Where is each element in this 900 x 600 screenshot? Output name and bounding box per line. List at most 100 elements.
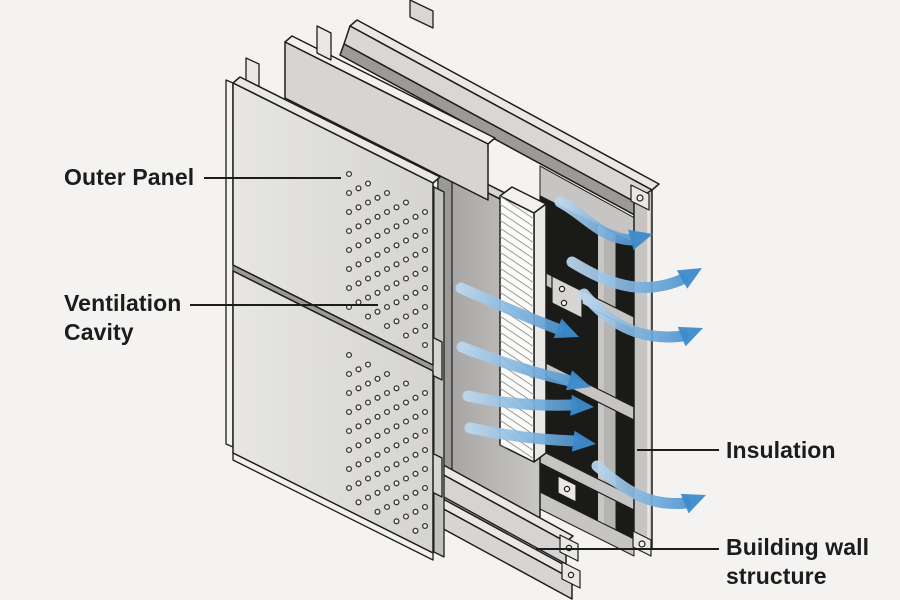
perforation-hole	[345, 484, 353, 492]
outer-panel-upper-face	[232, 82, 434, 366]
perforation-hole	[402, 418, 410, 425]
perforation-hole	[402, 199, 410, 206]
perforation-hole	[402, 294, 410, 301]
airflow-arrows	[455, 196, 706, 514]
airflow-arrowhead-icon	[677, 326, 703, 347]
insulation-side-face	[533, 203, 547, 463]
perforation-hole	[355, 280, 362, 287]
hatch-line	[500, 371, 534, 396]
perforation-hole	[364, 313, 372, 320]
perforation-hole	[374, 289, 381, 296]
perforation-hole	[364, 418, 372, 425]
hatch-line	[500, 331, 534, 356]
perforation-hole	[364, 237, 372, 244]
airflow-arrow	[464, 422, 580, 447]
perforation-hole	[393, 385, 400, 392]
perforation-hole	[402, 437, 410, 444]
perforation-hole	[412, 413, 419, 420]
perforation-hole	[412, 308, 419, 315]
airflow-arrowhead-icon	[553, 318, 579, 339]
perforation-hole	[355, 461, 362, 468]
perforation-hole	[412, 508, 419, 515]
perforation-hole	[364, 475, 372, 482]
airflow-arrowhead-icon	[628, 229, 653, 251]
perforation-hole	[421, 408, 429, 416]
perforation-hole	[421, 303, 429, 311]
perforation-hole	[374, 270, 381, 277]
perforation-hole	[355, 299, 362, 306]
perforation-hole	[364, 256, 372, 263]
insulation-front-face	[499, 195, 535, 463]
perforation-hole	[402, 275, 410, 282]
screw-hole-icon	[560, 299, 568, 307]
perforation-hole	[345, 265, 353, 273]
perforation-hole	[374, 451, 381, 458]
perforation-hole	[421, 522, 429, 530]
second-panel-tab	[316, 25, 332, 61]
perforation-hole	[383, 427, 391, 435]
perforation-hole	[355, 442, 362, 449]
perforation-hole	[383, 284, 391, 292]
perforation-hole	[355, 404, 362, 411]
perforation-hole	[364, 399, 372, 406]
perforation-hole	[393, 423, 400, 430]
perforation-hole	[374, 508, 381, 515]
top-tab	[409, 0, 434, 29]
perforation-hole	[383, 408, 391, 416]
perforation-hole	[412, 527, 419, 534]
perforation-hole	[345, 465, 353, 473]
perforation-hole	[402, 332, 410, 339]
hatch-line	[500, 259, 534, 284]
airflow-arrow	[554, 196, 637, 246]
perforation-hole	[364, 294, 372, 301]
perforation-hole	[374, 413, 381, 420]
perforation-hole	[412, 213, 419, 220]
hatch-line	[500, 323, 534, 348]
perforation-hole	[421, 284, 429, 292]
perforation-hole	[421, 465, 429, 473]
perforation-hole	[355, 480, 362, 487]
screw-hole-icon	[638, 540, 646, 548]
label-building-wall-line1: Building wall	[726, 534, 870, 560]
perforation-hole	[374, 308, 381, 315]
perforation-hole	[345, 170, 353, 178]
perforation-hole	[383, 370, 391, 378]
perforation-hole	[374, 213, 381, 220]
perforation-hole	[421, 341, 429, 349]
perforation-hole	[355, 185, 362, 192]
perforation-hole	[393, 404, 400, 411]
airflow-arrowhead-icon	[565, 370, 591, 391]
hatch-line	[500, 196, 534, 220]
perforation-hole	[355, 423, 362, 430]
perforation-hole	[364, 180, 372, 187]
airflow-arrowhead-icon	[571, 430, 596, 452]
perforation-hole	[345, 389, 353, 397]
leader-lines	[190, 177, 719, 550]
hatch-line	[500, 227, 534, 252]
label-ventilation-cavity-line2: Cavity	[64, 319, 134, 345]
perforation-hole	[345, 189, 353, 197]
perforation-hole	[345, 408, 353, 416]
airflow-arrowhead-icon	[676, 268, 702, 289]
airflow-arrow	[462, 390, 578, 411]
perforation-hole	[383, 189, 391, 197]
perforation-hole	[383, 484, 391, 492]
girt-end-cap	[551, 275, 583, 319]
hatch-line	[500, 315, 534, 340]
second-panel-face	[284, 41, 489, 201]
outer-panel-bottom-edge	[232, 452, 434, 561]
perforation-hole	[421, 227, 429, 235]
perforation-hole	[374, 194, 381, 201]
perforation-hole	[345, 284, 353, 292]
perforation-hole	[383, 208, 391, 216]
perforation-hole	[412, 251, 419, 258]
perforation-hole	[383, 246, 391, 254]
perforation-hole	[402, 494, 410, 501]
perforation-hole	[393, 461, 400, 468]
perforation-hole	[421, 446, 429, 454]
perforation-hole	[421, 265, 429, 273]
perforation-hole	[383, 446, 391, 454]
perforation-hole	[364, 361, 372, 368]
hatch-line	[500, 203, 534, 228]
perforation-hole	[383, 503, 391, 511]
